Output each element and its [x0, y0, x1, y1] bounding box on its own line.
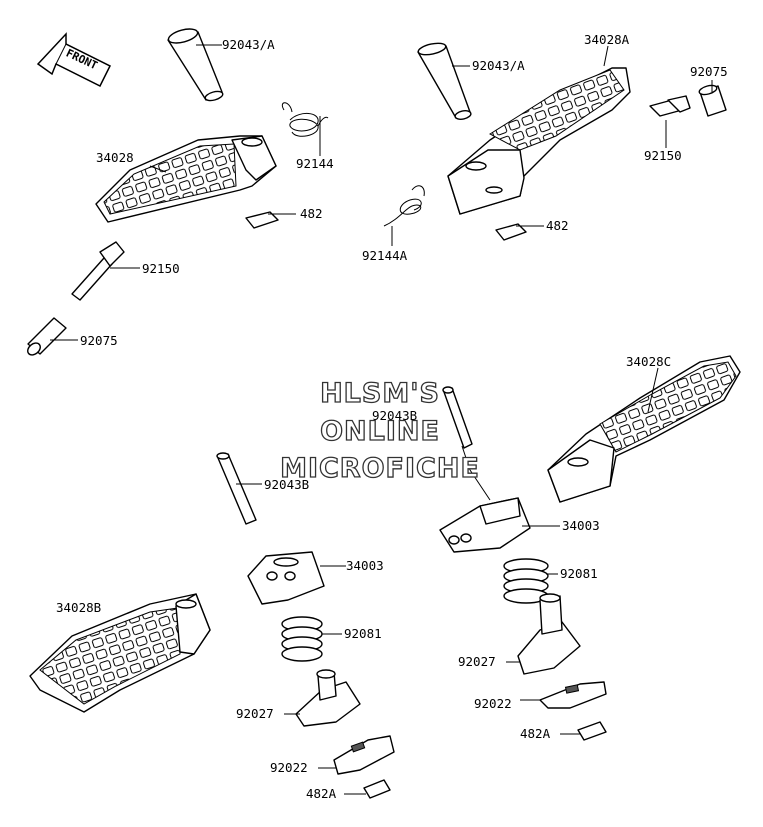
- clip-482-left: [245, 211, 279, 229]
- label-92075-right: 92075: [690, 64, 728, 79]
- label-34003-left: 34003: [346, 558, 384, 573]
- bracket-92027-left: [295, 669, 361, 727]
- footpeg-34028: [95, 135, 277, 223]
- label-92043a-left: 92043/A: [222, 37, 275, 52]
- cap-92075-right: [698, 84, 727, 117]
- label-92027-left: 92027: [236, 706, 274, 721]
- label-34028b: 34028B: [56, 600, 101, 615]
- spring-92144: [281, 102, 329, 137]
- footpeg-34028c: [547, 355, 741, 503]
- label-92022-right: 92022: [474, 696, 512, 711]
- leader-lines: [50, 44, 713, 795]
- clip-482a-right: [577, 721, 607, 741]
- bracket-92027-right: [517, 593, 581, 675]
- plate-92022-right: [539, 681, 607, 709]
- watermark-line-1: HLSM'S: [320, 378, 440, 409]
- watermark-line-2: ONLINE: [320, 416, 440, 447]
- clip-482a-left: [363, 779, 391, 799]
- label-92043a-right: 92043/A: [472, 58, 525, 73]
- footpeg-34028b: [29, 593, 211, 713]
- label-482a-right: 482A: [520, 726, 551, 741]
- label-34028a: 34028A: [584, 32, 630, 47]
- bracket-34003-right: [439, 497, 531, 553]
- spring-92144a: [383, 185, 425, 227]
- label-92043b-right: 92043B: [372, 408, 417, 423]
- label-34028c: 34028C: [626, 354, 671, 369]
- pin-92043a-right: [417, 42, 472, 120]
- label-92022-left: 92022: [270, 760, 308, 775]
- watermark-line-3: MICROFICHE: [280, 453, 480, 484]
- label-482-right: 482: [546, 218, 569, 233]
- label-92144: 92144: [296, 156, 334, 171]
- label-34003-right: 34003: [562, 518, 600, 533]
- clip-482-right: [495, 223, 527, 241]
- label-92027-right: 92027: [458, 654, 496, 669]
- bracket-34003-left: [247, 551, 325, 605]
- label-482a-left: 482A: [306, 786, 337, 801]
- label-482-left: 482: [300, 206, 323, 221]
- cap-92075-left: [27, 317, 67, 356]
- plate-92022-left: [333, 735, 395, 775]
- label-92150-left: 92150: [142, 261, 180, 276]
- label-92075-left: 92075: [80, 333, 118, 348]
- label-92144a: 92144A: [362, 248, 408, 263]
- spring-92081-left: [281, 616, 323, 662]
- label-92150-right: 92150: [644, 148, 682, 163]
- bolt-92150-right: [649, 95, 691, 117]
- label-92081-right: 92081: [560, 566, 598, 581]
- front-arrow-icon: FRONT: [36, 32, 112, 88]
- label-92043b-left: 92043B: [264, 477, 309, 492]
- bolt-92150-left: [71, 241, 125, 301]
- label-34028: 34028: [96, 150, 134, 165]
- footpeg-34028a: [447, 67, 631, 215]
- pin-92043a-left: [167, 28, 224, 102]
- label-92081-left: 92081: [344, 626, 382, 641]
- pin-92043b-right: [442, 386, 473, 449]
- pin-92043b-left: [216, 452, 257, 525]
- spring-92081-right: [503, 558, 549, 604]
- watermark: HLSM'S ONLINE MICROFICHE: [279, 377, 480, 484]
